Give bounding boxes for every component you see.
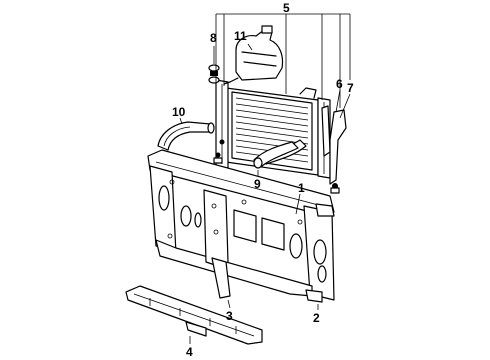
- mount-insulator: [208, 64, 220, 84]
- callout-2: 2: [313, 311, 320, 325]
- leader-lines: [179, 13, 351, 344]
- callout-7: 7: [347, 81, 354, 95]
- coolant-reservoir: [223, 25, 284, 85]
- callout-3: 3: [226, 309, 233, 323]
- callout-10: 10: [172, 105, 186, 119]
- callout-9: 9: [254, 177, 261, 191]
- callout-6: 6: [336, 77, 343, 91]
- radiator-support: [147, 149, 335, 303]
- callout-11: 11: [234, 29, 247, 43]
- callout-4: 4: [186, 345, 193, 359]
- callout-1: 1: [298, 181, 305, 195]
- lower-hose: [253, 141, 299, 169]
- upper-hose: [157, 121, 215, 151]
- radiator: [215, 79, 331, 179]
- callout-labels: 5 8 11 6 7 10 9 1 2 3 4: [172, 1, 354, 359]
- callout-5: 5: [283, 1, 290, 15]
- hose-clamps: [213, 139, 225, 164]
- callout-8: 8: [210, 31, 217, 45]
- air-deflector: [125, 285, 263, 345]
- side-seal-brackets: [321, 105, 347, 194]
